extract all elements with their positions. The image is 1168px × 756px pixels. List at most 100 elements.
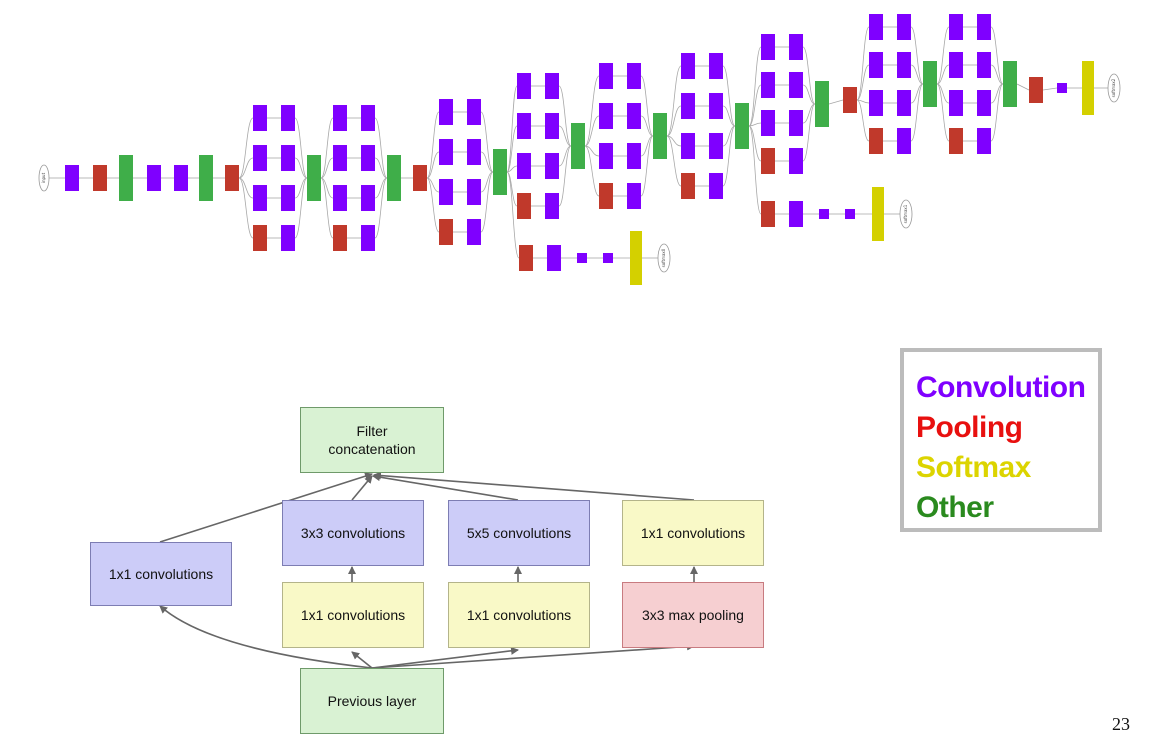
- conv1x1-reduce-b-box: 1x1 convolutions: [448, 582, 590, 648]
- conv1x1-left-label: 1x1 convolutions: [108, 566, 214, 582]
- legend-convolution: Convolution: [916, 371, 1086, 404]
- network-edge: [990, 83, 1004, 142]
- network-edge: [990, 64, 1004, 85]
- pool-node: [599, 183, 613, 209]
- conv-node: [281, 105, 295, 131]
- network-edge: [828, 99, 844, 105]
- conv-node: [361, 225, 375, 251]
- network-edge: [294, 117, 308, 179]
- conv-node: [709, 53, 723, 79]
- legend-other: Other: [916, 491, 994, 524]
- network-edge: [666, 65, 682, 137]
- network-edge: [856, 99, 870, 104]
- pool-node: [439, 219, 453, 245]
- network-edge: [640, 75, 654, 137]
- io-label: input: [41, 172, 46, 183]
- conv5x5-label: 5x5 convolutions: [466, 525, 572, 541]
- conv-node: [253, 145, 267, 171]
- conv-node: [681, 133, 695, 159]
- conv-node: [361, 185, 375, 211]
- network-edge: [990, 26, 1004, 85]
- network-edge: [802, 103, 816, 162]
- conv-node: [845, 209, 855, 219]
- conv-node: [977, 90, 991, 116]
- conv-node: [897, 128, 911, 154]
- pool-node: [519, 245, 533, 271]
- conv-node: [627, 103, 641, 129]
- arrow-1x1-to-concat: [159, 472, 373, 543]
- network-edge: [584, 115, 600, 147]
- network-edge: [748, 84, 762, 127]
- network-edge: [936, 64, 950, 85]
- arrow-prev-to-reduce-a: [351, 651, 373, 669]
- network-edge: [374, 117, 388, 179]
- network-edge: [748, 122, 762, 127]
- network-edge: [910, 26, 924, 85]
- legend-softmax: Softmax: [916, 451, 1031, 484]
- network-edge: [426, 151, 440, 179]
- network-edge: [666, 135, 682, 187]
- arrow-5x5-to-concat: [372, 473, 519, 501]
- network-edge: [238, 117, 254, 179]
- conv-node: [545, 153, 559, 179]
- pool-node: [1029, 77, 1043, 103]
- previous-layer-label: Previous layer: [327, 693, 417, 709]
- network-edge: [426, 111, 440, 179]
- arrow-3x3-to-concat: [351, 475, 373, 501]
- conv-node: [253, 185, 267, 211]
- conv5x5-box: 5x5 convolutions: [448, 500, 590, 566]
- network-edge: [856, 64, 870, 101]
- conv-node: [949, 52, 963, 78]
- conv-node: [681, 93, 695, 119]
- io-label: softmax2: [1111, 78, 1116, 97]
- other-node: [119, 155, 133, 201]
- network-edge: [374, 177, 388, 239]
- other-node: [387, 155, 401, 201]
- conv1x1-reduce-b-label: 1x1 convolutions: [466, 607, 572, 623]
- conv-node: [545, 73, 559, 99]
- conv-node: [439, 99, 453, 125]
- network-edge: [748, 125, 762, 215]
- network-edge: [856, 26, 870, 101]
- conv-node: [949, 90, 963, 116]
- network-edge: [480, 151, 494, 173]
- network-edge: [506, 125, 518, 173]
- conv-node: [709, 133, 723, 159]
- network-edge: [910, 83, 924, 142]
- filter-concatenation-label: Filter concatenation: [328, 423, 416, 457]
- conv1x1-reduce-a-box: 1x1 convolutions: [282, 582, 424, 648]
- conv-node: [709, 173, 723, 199]
- conv-node: [174, 165, 188, 191]
- conv-node: [547, 245, 561, 271]
- pool-node: [681, 173, 695, 199]
- pool-node: [869, 128, 883, 154]
- softmax-node: [630, 231, 642, 285]
- network-edge: [666, 135, 682, 147]
- network-edge: [320, 157, 334, 179]
- network-edge: [320, 117, 334, 179]
- network-edge: [294, 157, 308, 179]
- conv-node: [869, 14, 883, 40]
- network-edge: [584, 145, 600, 157]
- network-edge: [640, 115, 654, 137]
- pool-node: [333, 225, 347, 251]
- conv-node: [253, 105, 267, 131]
- conv-node: [869, 52, 883, 78]
- network-edge: [480, 111, 494, 173]
- network-edge: [294, 177, 308, 239]
- other-node: [571, 123, 585, 169]
- other-node: [1003, 61, 1017, 107]
- network-edge: [666, 105, 682, 137]
- conv-node: [439, 179, 453, 205]
- io-node: [38, 164, 50, 192]
- network-edge: [238, 157, 254, 179]
- arrow-prev-to-1x1: [159, 605, 373, 669]
- other-node: [923, 61, 937, 107]
- conv-node: [545, 113, 559, 139]
- softmax-node: [872, 187, 884, 241]
- network-edge: [722, 125, 736, 187]
- maxpool-box: 3x3 max pooling: [622, 582, 764, 648]
- pool-node: [761, 201, 775, 227]
